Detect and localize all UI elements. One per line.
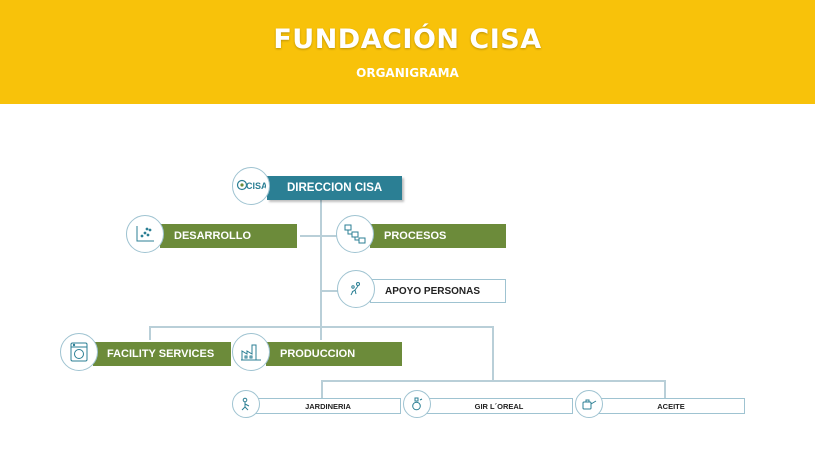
gir-loreal-box[interactable]: GIR L´OREAL: [425, 398, 573, 414]
connector-line: [321, 380, 666, 382]
connector-line: [149, 326, 151, 340]
produccion-box[interactable]: PRODUCCION: [266, 342, 402, 366]
jardineria-box[interactable]: JARDINERIA: [255, 398, 401, 414]
connector-line: [320, 290, 338, 292]
washing-machine-icon: [60, 333, 98, 371]
connector-line: [492, 326, 494, 381]
connector-line: [664, 380, 666, 398]
page-subtitle: ORGANIGRAMA: [356, 66, 459, 80]
procesos-box[interactable]: PROCESOS: [370, 224, 506, 248]
apoyo-personas-label: APOYO PERSONAS: [385, 285, 481, 297]
direccion-cisa-label: DIRECCION CISA: [287, 182, 383, 194]
cisa-logo-icon: CISA: [232, 167, 270, 205]
jardineria-label: JARDINERIA: [305, 401, 351, 411]
apoyo-personas-box[interactable]: APOYO PERSONAS: [370, 279, 506, 303]
aceite-label: ACEITE: [657, 401, 685, 411]
header-banner: [0, 0, 815, 104]
desarrollo-label: DESARROLLO: [174, 230, 251, 242]
connector-line: [320, 200, 322, 327]
flowchart-icon: [336, 215, 374, 253]
facility-services-box[interactable]: FACILITY SERVICES: [93, 342, 231, 366]
aceite-box[interactable]: ACEITE: [597, 398, 745, 414]
oil-can-icon: [575, 390, 603, 418]
produccion-label: PRODUCCION: [280, 348, 356, 360]
connector-line: [320, 326, 322, 340]
connector-line: [300, 235, 340, 237]
scatter-chart-icon: [126, 215, 164, 253]
gir-loreal-label: GIR L´OREAL: [474, 401, 524, 411]
perfume-bottle-icon: [403, 390, 431, 418]
direccion-cisa-box[interactable]: DIRECCION CISA: [267, 176, 402, 200]
cisa-logo-text: CISA: [246, 181, 266, 191]
connector-line: [321, 380, 323, 398]
desarrollo-box[interactable]: DESARROLLO: [160, 224, 297, 248]
facility-services-label: FACILITY SERVICES: [107, 348, 215, 360]
gardener-icon: [232, 390, 260, 418]
factory-icon: [232, 333, 270, 371]
procesos-label: PROCESOS: [384, 230, 447, 242]
people-support-icon: [337, 270, 375, 308]
page-title: FUNDACIÓN CISA: [273, 24, 542, 55]
